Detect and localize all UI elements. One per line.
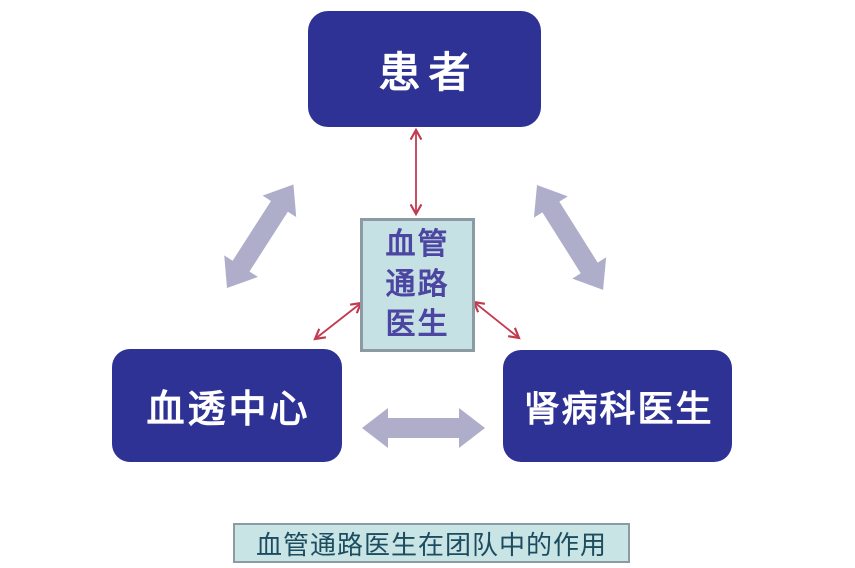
node-vascular-access-doctor: 血管 通路 医生: [360, 218, 475, 352]
node-vascular-line-3: 医生: [385, 308, 450, 341]
arrow-center-nephrology: [472, 300, 521, 340]
double-arrow-shape: [533, 185, 607, 290]
arrow-patient-nephrology: [533, 185, 607, 290]
double-arrow-shape: [224, 184, 297, 288]
node-nephrology-label: 肾病科医生: [523, 388, 714, 429]
arrow-center-hemodialysis: [313, 301, 363, 341]
node-vascular-line-2: 通路: [385, 268, 450, 301]
double-arrow-shape: [362, 408, 485, 448]
diagram-caption-text: 血管通路医生在团队中的作用: [255, 529, 607, 560]
node-nephrology-doctor: 肾病科医生: [503, 350, 732, 462]
node-patient: 患者: [308, 11, 541, 127]
node-patient-label: 患者: [378, 48, 479, 96]
node-hemodialysis-center: 血透中心: [112, 349, 342, 462]
arrow-patient-hemodialysis: [224, 184, 297, 288]
node-vascular-line-1: 血管: [385, 228, 450, 261]
arrow-hemodialysis-nephrology: [362, 408, 485, 448]
node-hemodialysis-label: 血透中心: [146, 389, 311, 431]
diagram-caption: 血管通路医生在团队中的作用: [233, 523, 630, 563]
